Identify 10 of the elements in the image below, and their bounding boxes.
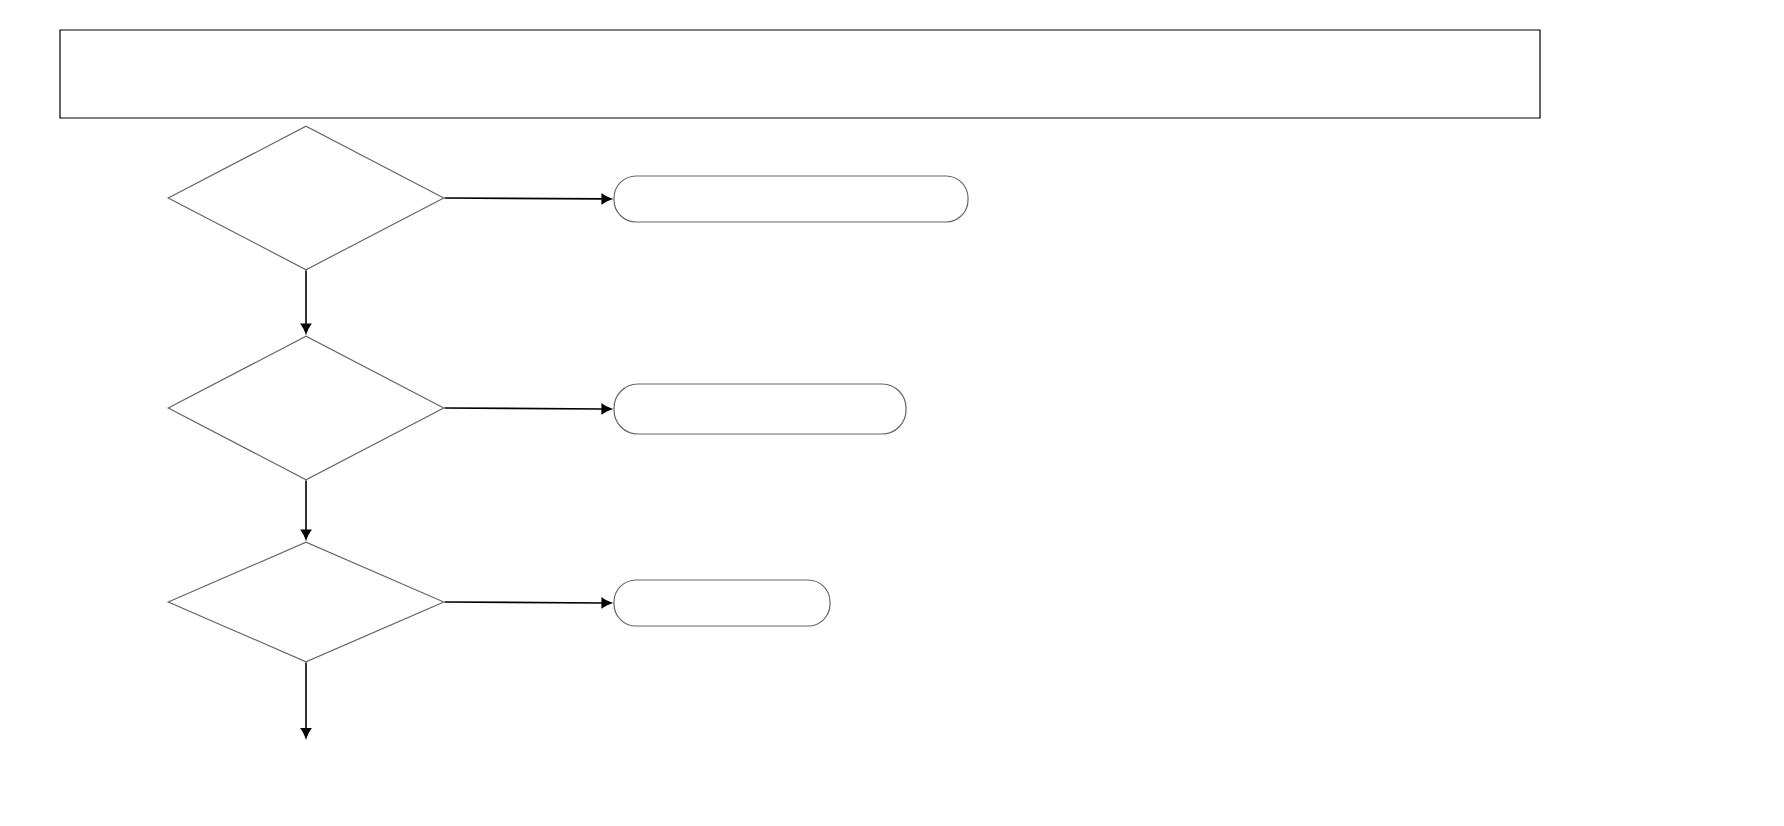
arrow	[443, 403, 612, 415]
terminal-box	[613, 383, 907, 435]
arrow	[300, 269, 312, 334]
header-box	[59, 29, 1541, 119]
arrow	[443, 597, 612, 609]
arrow	[443, 193, 612, 205]
terminal-box	[613, 175, 969, 223]
arrow	[300, 661, 312, 739]
terminal-box	[613, 579, 831, 627]
arrow	[300, 479, 312, 540]
